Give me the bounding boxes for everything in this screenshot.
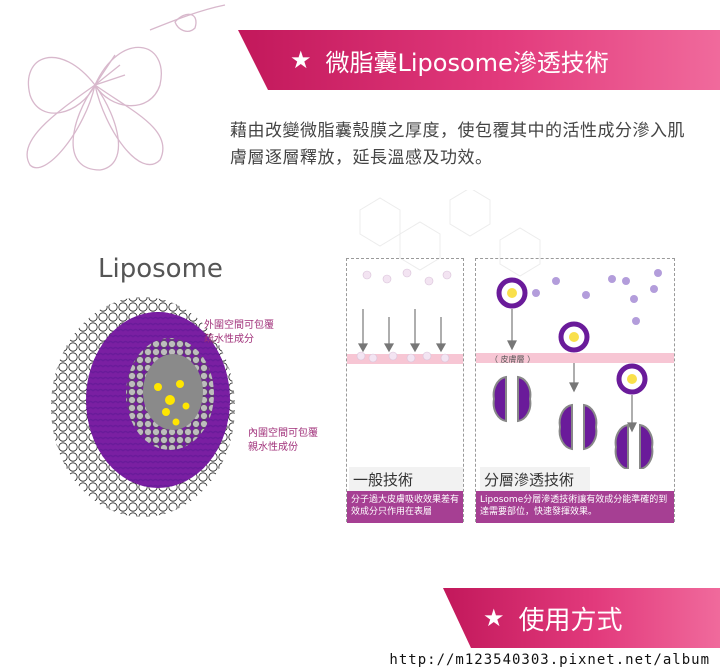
- flower-decoration: [26, 4, 226, 171]
- layered-technique-label: 分層滲透技術: [480, 467, 590, 492]
- liposome-illustration: [51, 297, 235, 517]
- outer-note-line2: 疏水性成分: [204, 334, 254, 345]
- intro-paragraph: 藉由改變微脂囊殼膜之厚度，使包覆其中的活性成分滲入肌膚層逐層釋放，延長溫感及功效…: [230, 121, 685, 168]
- layered-technique-desc: Liposome分層滲透技術讓有效成分能準確的到達需要部位，快速發揮效果。: [476, 491, 674, 523]
- skin-layer-label: （ 皮膚層 ）: [490, 355, 536, 364]
- star-icon: ★: [483, 604, 505, 632]
- usage-title: 使用方式: [518, 605, 623, 636]
- album-url: http://m123540303.pixnet.net/album: [389, 652, 710, 668]
- layered-technique-illustration: [476, 269, 674, 469]
- section-title: 微脂囊Liposome滲透技術: [325, 48, 609, 77]
- inner-note-line2: 親水性成份: [248, 442, 298, 453]
- outer-annotation: 外圍空間可包覆 疏水性成分: [204, 319, 274, 347]
- outer-note-line1: 外圍空間可包覆: [204, 320, 274, 331]
- title-banner: ★ 微脂囊Liposome滲透技術: [238, 30, 720, 90]
- general-technique-desc: 分子過大皮膚吸收效果差有效成分只作用在表層: [347, 491, 463, 523]
- general-technique-panel: 一般技術 分子過大皮膚吸收效果差有效成分只作用在表層: [346, 258, 464, 523]
- general-technique-illustration: [347, 268, 463, 364]
- inner-annotation: 內圍空間可包覆 親水性成份: [248, 427, 318, 455]
- general-technique-label: 一般技術: [349, 467, 463, 492]
- layered-technique-panel: （ 皮膚層 ） 分層滲透技術 Liposome分層滲透技術讓有效成分能準確的到達…: [475, 258, 675, 523]
- inner-note-line1: 內圍空間可包覆: [248, 428, 318, 439]
- usage-banner: ★ 使用方式: [443, 588, 720, 648]
- star-icon: ★: [290, 46, 312, 74]
- liposome-title: Liposome: [98, 254, 223, 284]
